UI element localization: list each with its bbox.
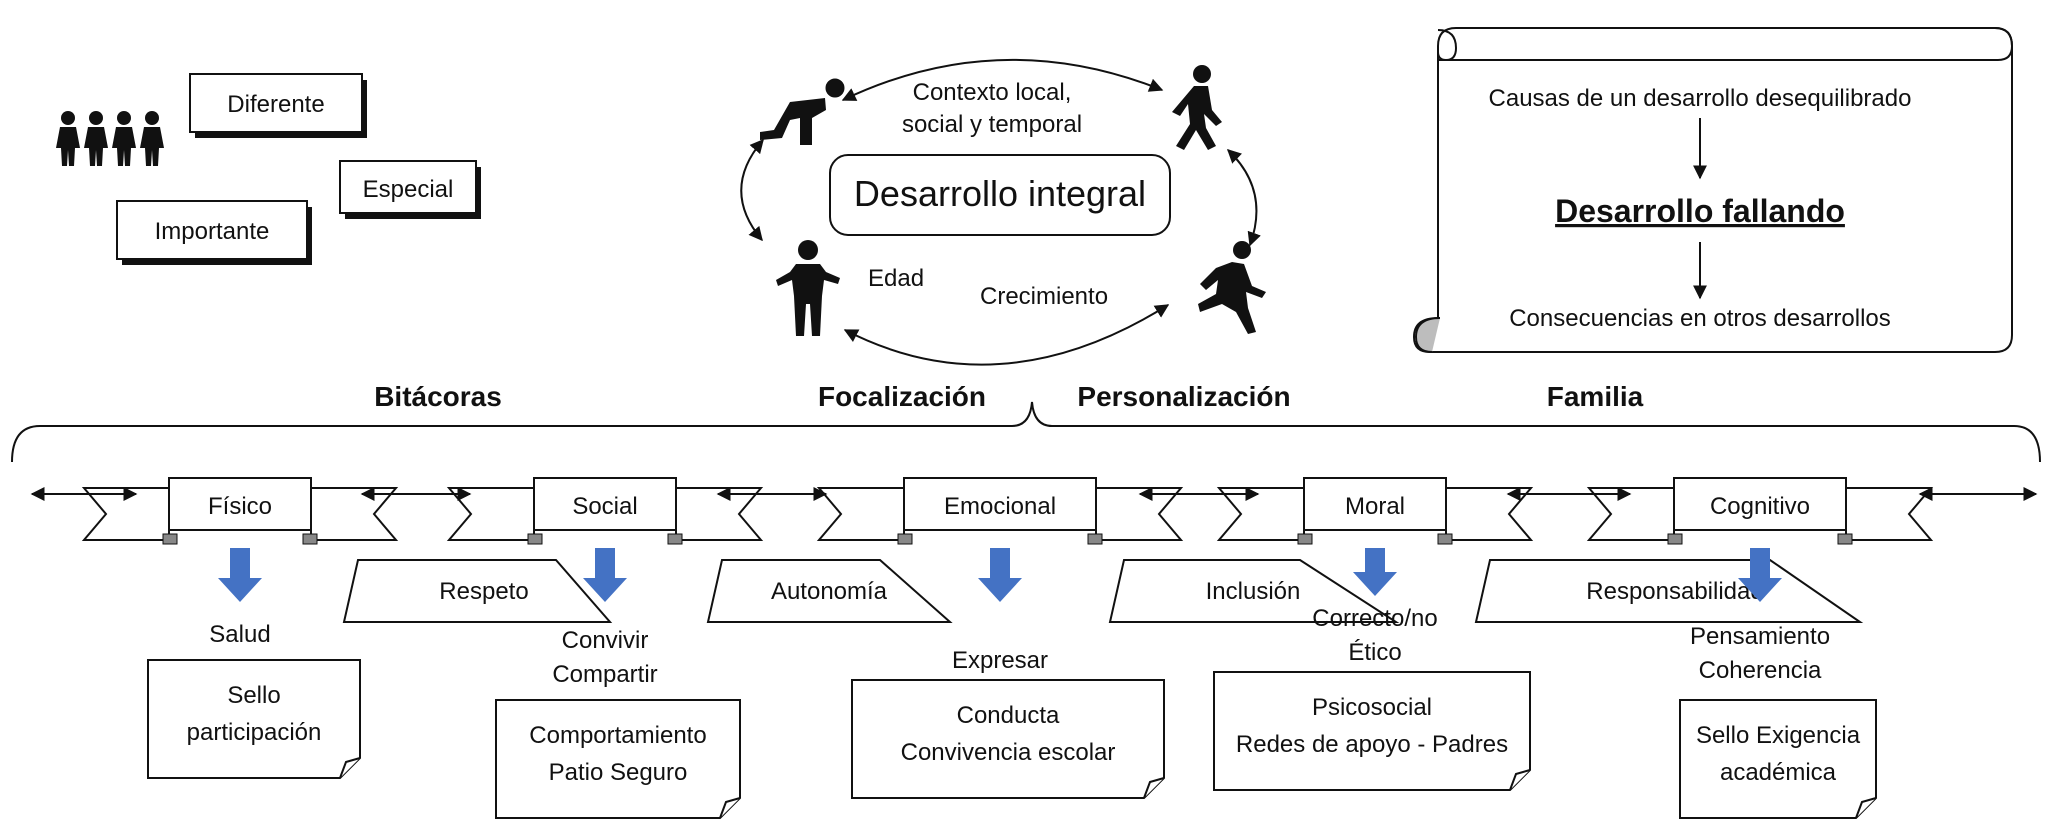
outcome-line1-4: Correcto/no — [1312, 605, 1437, 632]
note-especial-label: Especial — [363, 176, 454, 203]
outcome-line1-5: Pensamiento — [1690, 623, 1830, 650]
walking-person-icon — [1172, 65, 1222, 150]
card-line1-5: Sello Exigencia — [1696, 722, 1861, 749]
central-concept-label: Desarrollo integral — [854, 173, 1146, 214]
dimension-label-5: Cognitivo — [1710, 493, 1810, 520]
crawling-person-icon — [760, 78, 845, 145]
header-bitacoras: Bitácoras — [374, 381, 502, 412]
ribbon-4: Moral — [1216, 477, 1534, 545]
note-diferente-label: Diferente — [227, 91, 324, 118]
card-line2-3: Convivencia escolar — [901, 739, 1116, 766]
header-personalizacion: Personalización — [1077, 381, 1290, 412]
dimension-label-2: Social — [572, 493, 637, 520]
running-person-icon — [1198, 241, 1266, 334]
card-line2-4: Redes de apoyo - Padres — [1236, 731, 1508, 758]
dimension-label-3: Emocional — [944, 493, 1056, 520]
outcome-line1-3: Expresar — [952, 647, 1048, 674]
cycle-context-line2: social y temporal — [902, 111, 1082, 138]
down-arrow-icon-5 — [1738, 548, 1782, 602]
card-5: Sello Exigencia académica — [1679, 699, 1877, 819]
outcome-line2-5: Coherencia — [1699, 657, 1822, 684]
card-line1-3: Conducta — [957, 702, 1060, 729]
cycle-age-label: Edad — [868, 265, 924, 292]
cycle-arrows — [740, 58, 1261, 366]
outcome-line1-2: Convivir — [562, 627, 649, 654]
ribbon-3: Emocional — [816, 477, 1184, 545]
ribbon-5: Cognitivo — [1586, 477, 1934, 545]
scroll-failing: Desarrollo fallando — [1555, 193, 1845, 229]
note-diferente: Diferente — [189, 73, 367, 138]
standing-person-icon — [776, 240, 840, 336]
value-shape-4: Responsabilidad — [1474, 559, 1864, 623]
down-arrow-icon-1 — [218, 548, 262, 602]
down-arrow-icon-4 — [1353, 548, 1397, 596]
header-familia: Familia — [1547, 381, 1644, 412]
value-label-2: Autonomía — [771, 578, 888, 605]
outcome-1: Salud — [209, 548, 271, 648]
value-label-4: Responsabilidad — [1586, 578, 1763, 605]
value-label-3: Inclusión — [1206, 578, 1301, 605]
cycle-context-line1: Contexto local, — [913, 79, 1072, 106]
value-shape-2: Autonomía — [706, 559, 953, 623]
card-1: Sello participación — [147, 659, 361, 779]
cycle-growth-label: Crecimiento — [980, 283, 1108, 310]
ribbon-2: Social — [446, 477, 764, 545]
card-line1-1: Sello — [227, 682, 280, 709]
outcome-line2-4: Ético — [1348, 639, 1401, 666]
card-line2-5: académica — [1720, 759, 1837, 786]
scroll-banner — [1412, 27, 2014, 353]
card-line1-2: Comportamiento — [529, 722, 706, 749]
value-shape-3: Inclusión — [1108, 559, 1400, 623]
ribbon-1: Físico — [81, 477, 399, 545]
header-focalizacion: Focalización — [818, 381, 986, 412]
card-line2-1: participación — [187, 719, 322, 746]
dimension-label-4: Moral — [1345, 493, 1405, 520]
card-line1-4: Psicosocial — [1312, 694, 1432, 721]
central-concept-box: Desarrollo integral — [829, 154, 1171, 236]
outcome-line1-1: Salud — [209, 621, 270, 648]
card-line2-2: Patio Seguro — [549, 759, 688, 786]
scroll-causes: Causas de un desarrollo desequilibrado — [1489, 85, 1912, 112]
note-especial: Especial — [339, 160, 481, 219]
scroll-consequences: Consecuencias en otros desarrollos — [1509, 305, 1891, 332]
note-importante-label: Importante — [155, 218, 270, 245]
outcome-line2-2: Compartir — [552, 661, 657, 688]
value-label-1: Respeto — [439, 578, 528, 605]
value-shape-1: Respeto — [342, 559, 613, 623]
people-group-icon — [56, 111, 164, 166]
down-arrow-icon-3 — [978, 548, 1022, 602]
note-importante: Importante — [116, 200, 312, 265]
down-arrow-icon-2 — [583, 548, 627, 602]
dimension-label-1: Físico — [208, 493, 272, 520]
grouping-brace — [11, 401, 2041, 463]
